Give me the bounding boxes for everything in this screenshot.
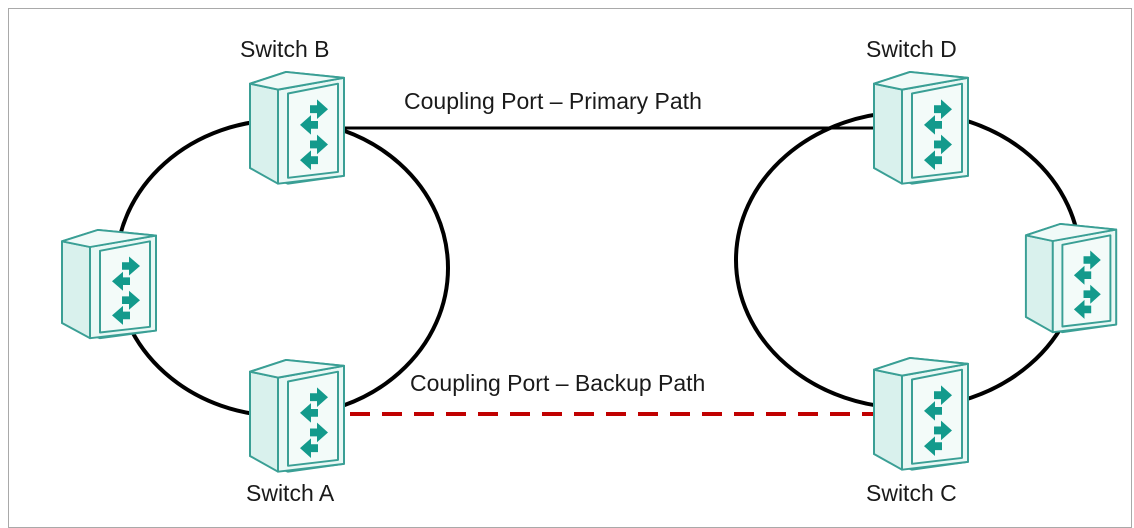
switch-b-label: Switch B xyxy=(240,36,330,62)
left-ring-switch-icon xyxy=(62,230,156,338)
switch-a-icon xyxy=(250,360,344,472)
switch-d-icon xyxy=(874,72,968,184)
right-ring-switch-icon xyxy=(1026,224,1116,332)
primary-path-label: Coupling Port – Primary Path xyxy=(404,88,702,114)
switch-a-label: Switch A xyxy=(246,480,335,506)
backup-path-label: Coupling Port – Backup Path xyxy=(410,370,706,396)
switch-c-icon xyxy=(874,358,968,470)
switch-b-icon xyxy=(250,72,344,184)
switch-c-label: Switch C xyxy=(866,480,957,506)
switch-d-label: Switch D xyxy=(866,36,957,62)
network-coupling-diagram xyxy=(0,0,1134,516)
